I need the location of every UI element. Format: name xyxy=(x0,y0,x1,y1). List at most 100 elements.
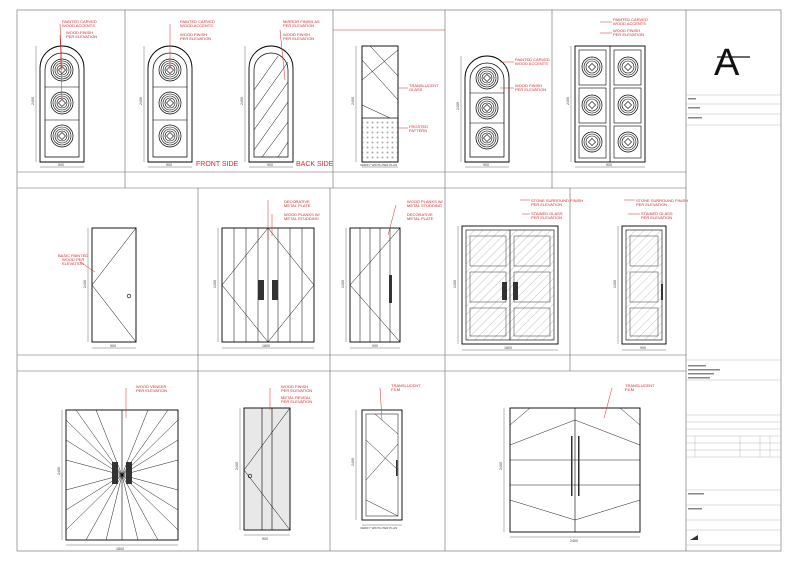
note: METAL STUDDING xyxy=(284,216,319,221)
note: PER ELEVATION xyxy=(281,388,312,393)
door-elevation-r2-1: BASIC PAINTED WOOD PER ELEVATION 900 240… xyxy=(58,227,137,349)
dim-height: 2400 xyxy=(499,462,503,470)
dim-width: 900 xyxy=(372,344,378,348)
dim-width: VERIFY WIDTH PER PLAN xyxy=(360,526,397,530)
note: WOOD ACCENTS xyxy=(515,61,548,66)
note: PER ELEVATION xyxy=(180,36,211,41)
door-elevation-r1-4: TRANSLUCENT GLASS FROSTED PATTERN VERIFY… xyxy=(333,29,445,168)
note: WOOD VENEER xyxy=(136,384,167,389)
dim-height: 2400 xyxy=(453,280,457,288)
door-elevation-r3-1: WOOD VENEER PER ELEVATION 1800 2400 xyxy=(57,384,179,551)
dim-width: 900 xyxy=(606,163,612,167)
note: PER ELEVATION xyxy=(613,32,644,37)
note: STAINED GLASS xyxy=(531,211,563,216)
note: STAINED GLASS xyxy=(641,211,673,216)
dim-width: VERIFY WIDTH PER PLAN xyxy=(360,163,397,167)
note: ELEVATION xyxy=(62,261,84,266)
note: PER ELEVATION xyxy=(531,202,562,207)
note: FILM xyxy=(391,387,400,392)
sheet-border xyxy=(16,9,782,552)
door-elevation-r3-3: TRANSLUCENT FILM VERIFY WIDTH PER PLAN 2… xyxy=(351,383,421,530)
note: WOOD FINISH xyxy=(613,28,640,33)
note: PER ELEVATION xyxy=(531,215,562,220)
note: TRANSLUCENT xyxy=(625,383,655,388)
note: METAL REVEAL xyxy=(281,395,312,400)
door-elevation-r1-5: PAINTED CARVED WOOD ACCENTS WOOD FINISH … xyxy=(456,55,550,168)
door-elevation-r1-3: MIRROR FINISH AS PER ELEVATION WOOD FINI… xyxy=(240,19,334,168)
note: PATTERN xyxy=(409,128,427,133)
note: PER ELEVATION xyxy=(636,202,667,207)
note: PAINTED CARVED xyxy=(515,57,550,62)
dim-width: 900 xyxy=(640,346,646,350)
dim-width: 900 xyxy=(110,344,116,348)
note: WOOD PER xyxy=(62,257,84,262)
dim-height: 2400 xyxy=(139,97,143,105)
note: FILM xyxy=(625,387,634,392)
note: METAL PLATE xyxy=(284,203,311,208)
dim-height: 2400 xyxy=(351,458,355,466)
dim-width: 900 xyxy=(166,163,172,167)
note: METAL PLATE xyxy=(407,216,434,221)
dim-width: 900 xyxy=(262,537,268,541)
dim-height: 2400 xyxy=(31,97,35,105)
dim-height: 2400 xyxy=(613,280,617,288)
door-elevation-r1-6: PAINTED CARVED WOOD ACCENTS WOOD FINISH … xyxy=(566,17,648,168)
note: STONE SURROUND FINISH xyxy=(636,198,688,203)
door-elevation-r2-5: STONE SURROUND FINISH PER ELEVATION STAI… xyxy=(613,198,688,351)
note: TRANSLUCENT xyxy=(409,83,439,88)
dim-height: 2400 xyxy=(240,97,244,105)
note: FROSTED xyxy=(409,124,428,129)
note: WOOD FINISH xyxy=(283,32,310,37)
note: PER ELEVATION xyxy=(66,34,97,39)
door-elevation-r2-2: DECORATIVE METAL PLATE WOOD PLANKS W/ ME… xyxy=(213,199,321,349)
note: WOOD ACCENTS xyxy=(180,23,213,28)
dim-height: 2400 xyxy=(566,97,570,105)
dim-width: 1800 xyxy=(504,346,512,350)
dim-height: 2400 xyxy=(213,280,217,288)
dim-width: 900 xyxy=(267,163,273,167)
note: BASIC PAINTED xyxy=(58,253,88,258)
note: WOOD FINISH xyxy=(515,83,542,88)
note: TRANSLUCENT xyxy=(391,383,421,388)
note: DECORATIVE xyxy=(284,199,310,204)
title-block: A xyxy=(686,42,781,546)
dim-height: 2400 xyxy=(83,280,87,288)
note: WOOD PLANKS W/ xyxy=(407,199,444,204)
dim-width: 2400 xyxy=(570,539,578,543)
note: MIRROR FINISH AS xyxy=(283,19,320,24)
note: WOOD ACCENTS xyxy=(613,21,646,26)
dim-height: 2400 xyxy=(235,462,239,470)
door-elevation-r3-2: WOOD FINISH PER ELEVATION METAL REVEAL P… xyxy=(235,384,312,541)
note: WOOD ACCENTS xyxy=(62,23,95,28)
note: PER ELEVATION xyxy=(136,388,167,393)
dim-height: 2400 xyxy=(341,280,345,288)
dim-width: 1800 xyxy=(116,547,124,551)
dim-width: 900 xyxy=(483,163,489,167)
note: PER ELEVATION xyxy=(283,36,314,41)
svg-text:A: A xyxy=(714,42,740,84)
note: DECORATIVE xyxy=(407,212,433,217)
note: WOOD FINISH xyxy=(281,384,308,389)
back-side-label: BACK SIDE xyxy=(296,161,334,168)
note: WOOD PLANKS W/ xyxy=(284,212,321,217)
dim-height: 2400 xyxy=(57,467,61,475)
note: PAINTED CARVED xyxy=(180,19,215,24)
door-elevation-r3-4: TRANSLUCENT FILM 2400 2400 xyxy=(499,383,655,543)
note: PAINTED CARVED xyxy=(62,19,97,24)
door-elevation-r1-2: PAINTED CARVED WOOD ACCENTS WOOD FINISH … xyxy=(139,19,239,168)
note: WOOD FINISH xyxy=(66,30,93,35)
dim-width: 900 xyxy=(58,163,64,167)
door-elevation-r2-3: WOOD PLANKS W/ METAL STUDDING DECORATIVE… xyxy=(341,199,444,349)
note: PER ELEVATION xyxy=(641,215,672,220)
logo: A xyxy=(714,42,750,84)
note: STONE SURROUND FINISH xyxy=(531,198,583,203)
dim-height: 2400 xyxy=(456,102,460,110)
note: PER ELEVATION xyxy=(283,23,314,28)
note: PER ELEVATION xyxy=(515,87,546,92)
door-elevation-r1-1: PAINTED CARVED WOOD ACCENTS WOOD FINISH … xyxy=(31,19,97,168)
dim-width: 1800 xyxy=(262,344,270,348)
note: WOOD FINISH xyxy=(180,32,207,37)
front-side-label: FRONT SIDE xyxy=(196,161,239,168)
note: PAINTED CARVED xyxy=(613,17,648,22)
